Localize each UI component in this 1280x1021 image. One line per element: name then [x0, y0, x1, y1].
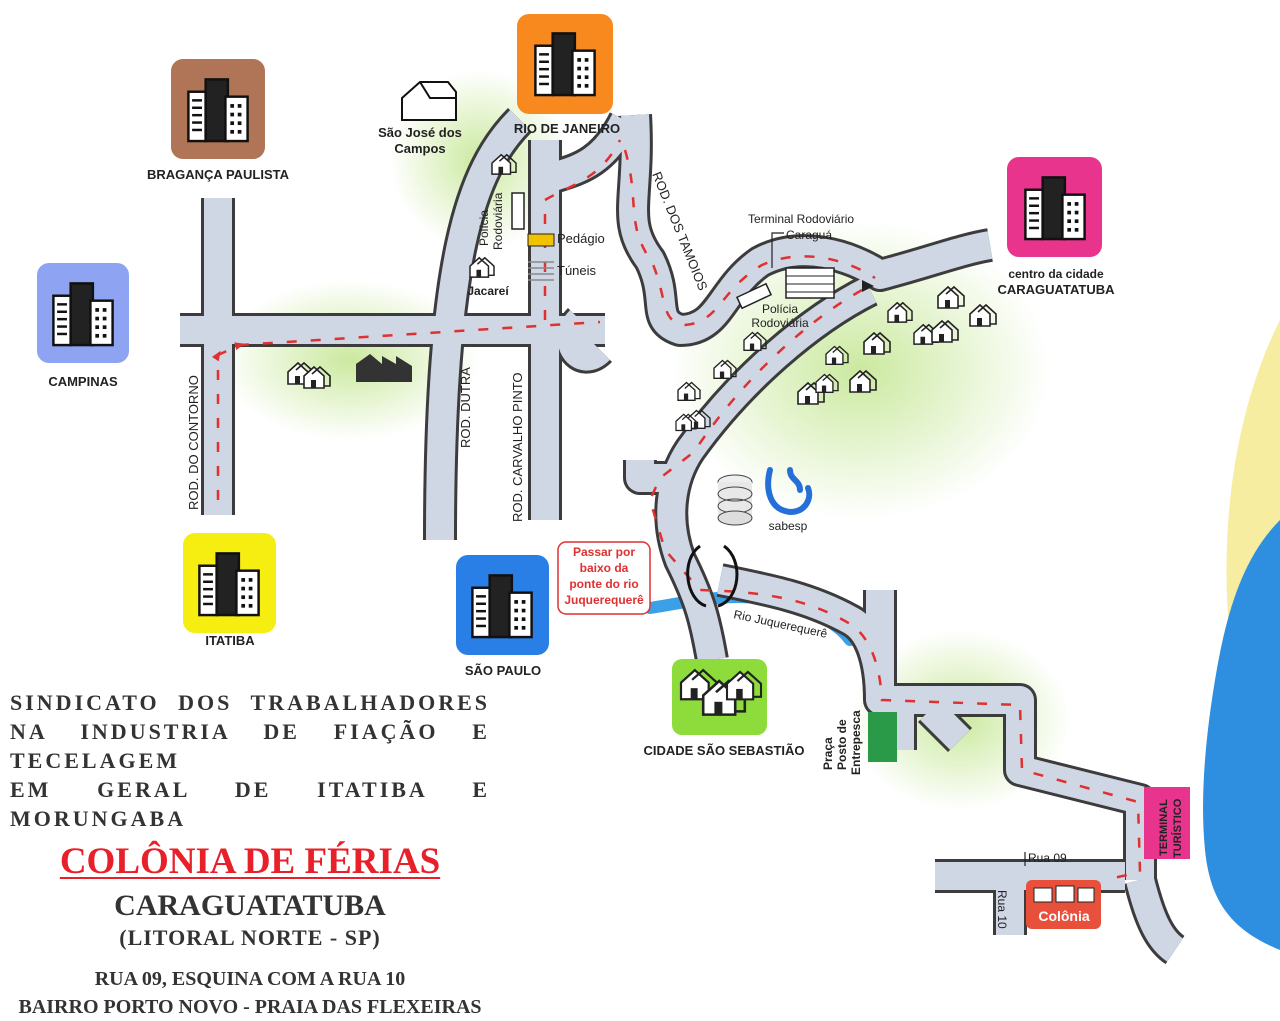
note-line1: Passar por	[573, 545, 635, 559]
label-policia-2: Rodoviária	[491, 192, 505, 250]
address-line-2: BAIRRO PORTO NOVO - PRAIA DAS FLEXEIRAS	[18, 996, 482, 1018]
label-terminal-tur-1: TERMINAL	[1158, 799, 1170, 856]
label-jacarei: Jacareí	[467, 284, 509, 298]
label-itatiba: ITATIBA	[205, 633, 255, 648]
terminal-rodoviario: Terminal Rodoviário Caraguá	[748, 212, 874, 299]
city-braganca: BRAGANÇA PAULISTA	[147, 59, 290, 182]
label-rua10: Rua 10	[995, 890, 1009, 929]
label-sao-sebastiao: CIDADE SÃO SEBASTIÃO	[643, 743, 804, 758]
label-rua09: Rua 09	[1028, 851, 1067, 865]
police-building-2: Polícia Rodoviária	[735, 282, 809, 330]
title-block: SINDICATO DOS TRABALHADORES NA INDUSTRIA…	[0, 688, 500, 1021]
label-policia-1: Polícia	[477, 210, 491, 246]
label-policia2-2: Rodoviária	[751, 316, 809, 330]
label-caragua-2: CARAGUATATUBA	[998, 282, 1116, 297]
label-colonia: Colônia	[1038, 908, 1090, 924]
route-line	[211, 139, 1142, 882]
union-line-2: NA INDUSTRIA DE FIAÇÃO E TECELAGEM	[10, 719, 490, 773]
terminal-turistico: TERMINAL TURÍSTICO	[1144, 787, 1190, 859]
route-map: BRAGANÇA PAULISTA CAMPINAS ITATIBA SÃO P…	[37, 14, 1280, 965]
label-campinas: CAMPINAS	[48, 374, 118, 389]
union-line-3: EM GERAL DE ITATIBA E MORUNGABA	[10, 777, 490, 831]
label-tuneis: Túneis	[557, 263, 597, 278]
factory	[356, 354, 412, 382]
city-sao-paulo: SÃO PAULO	[456, 555, 549, 678]
toll-marker	[527, 233, 555, 247]
note-line3: ponte do rio	[569, 577, 638, 591]
label-terminal-1: Terminal Rodoviário	[748, 212, 854, 226]
bridge-note: Passar por baixo da ponte do rio Juquere…	[557, 541, 651, 615]
city-campinas: CAMPINAS	[37, 263, 129, 389]
label-praca-3: Entrepesca	[849, 710, 863, 775]
label-sjc-1: São José dos	[378, 125, 462, 140]
city-sao-sebastiao: CIDADE SÃO SEBASTIÃO	[643, 659, 805, 758]
label-rod-carvalho: ROD. CARVALHO PINTO	[510, 372, 525, 522]
label-sabesp: sabesp	[769, 519, 808, 533]
city-itatiba: ITATIBA	[183, 533, 276, 648]
region-title: (LITORAL NORTE - SP)	[119, 925, 381, 950]
note-line2: baixo da	[580, 561, 629, 575]
label-praca-2: Posto de	[835, 719, 849, 770]
city-title: CARAGUATATUBA	[114, 889, 386, 922]
praca-entrepesca: Praça Posto de Entrepesca	[821, 710, 897, 775]
label-sao-paulo: SÃO PAULO	[465, 663, 541, 678]
address-line-1: RUA 09, ESQUINA COM A RUA 10	[94, 968, 406, 990]
roads	[180, 107, 1186, 965]
sjc: São José dos Campos	[378, 81, 462, 156]
sabesp: sabesp	[717, 467, 813, 533]
label-caragua-1: centro da cidade	[1008, 267, 1104, 281]
city-caraguatatuba: centro da cidade CARAGUATATUBA	[998, 157, 1116, 297]
label-braganca: BRAGANÇA PAULISTA	[147, 167, 290, 182]
label-pedagio: Pedágio	[557, 231, 605, 246]
label-terminal-tur-2: TURÍSTICO	[1171, 798, 1184, 858]
label-terminal-2: Caraguá	[786, 228, 832, 242]
colonia-destination: Colônia	[1026, 880, 1101, 929]
label-rod-contorno: ROD. DO CONTORNO	[186, 375, 201, 510]
city-rio: RIO DE JANEIRO	[514, 14, 620, 136]
union-line-1: SINDICATO DOS TRABALHADORES	[10, 690, 490, 715]
tunnel-marker	[528, 261, 554, 281]
label-rio: RIO DE JANEIRO	[514, 121, 620, 136]
label-rod-dutra: ROD. DUTRA	[458, 367, 473, 448]
colonia-title: COLÔNIA DE FÉRIAS	[59, 841, 441, 882]
label-policia2-1: Polícia	[762, 302, 798, 316]
bridge-juquerequere	[686, 544, 739, 608]
police-building-1	[511, 192, 525, 230]
label-sjc-2: Campos	[394, 141, 445, 156]
sea	[1203, 320, 1280, 950]
note-line4: Juquerequerê	[564, 593, 644, 607]
label-praca-1: Praça	[821, 737, 835, 770]
